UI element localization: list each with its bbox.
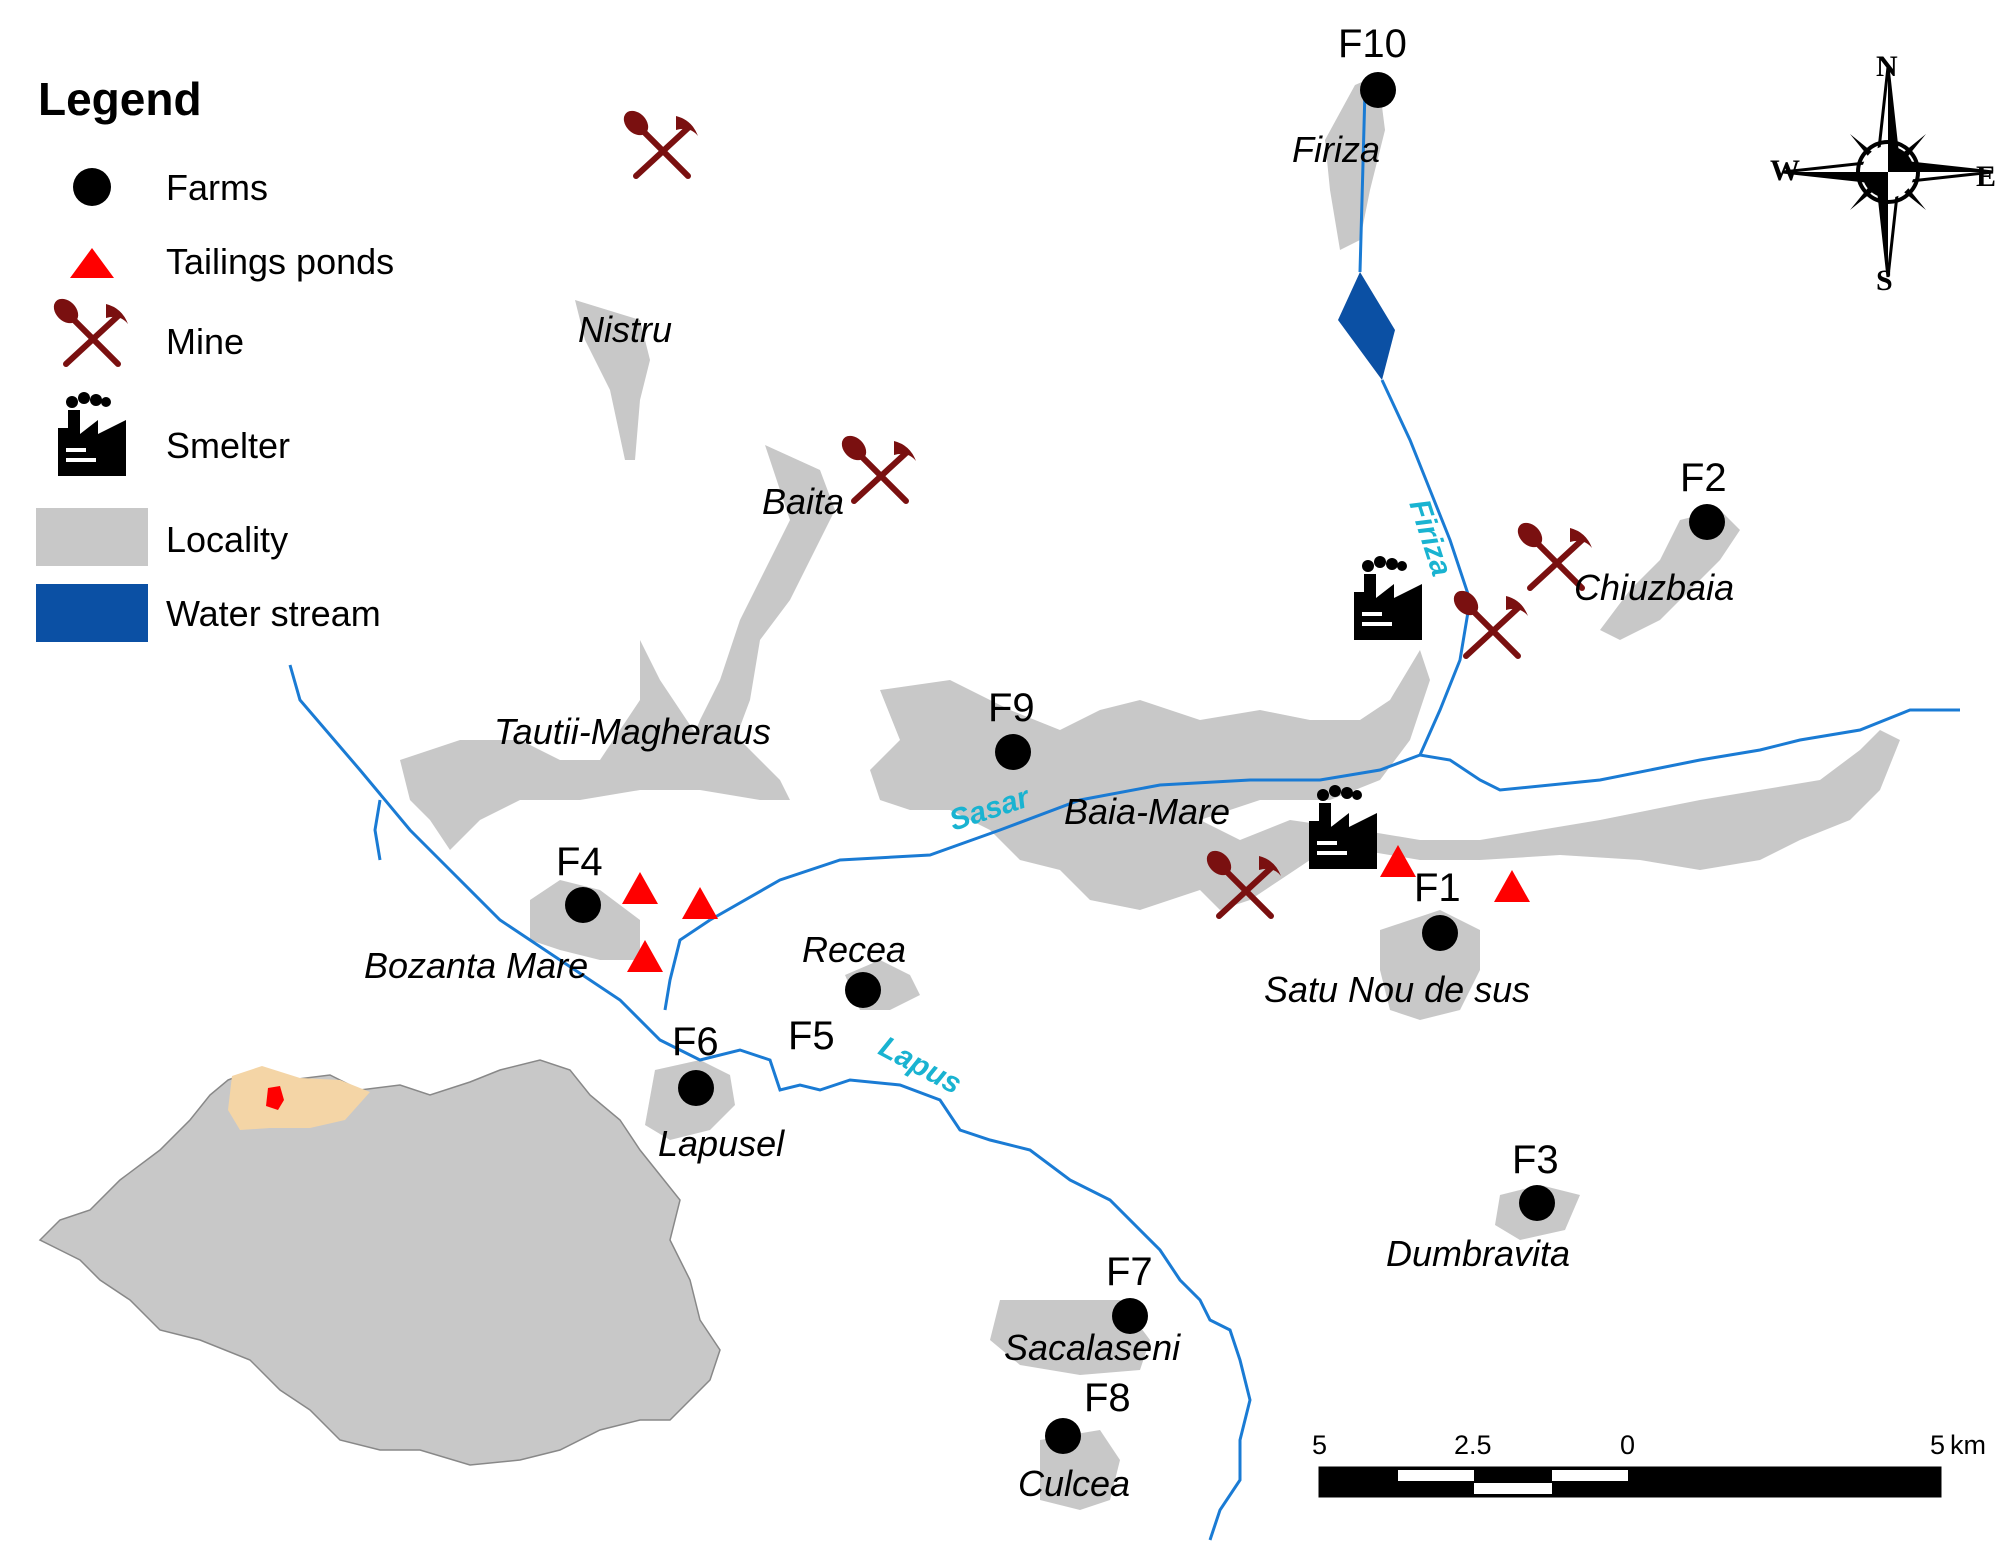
locality-label-satu-nou-de-sus: Satu Nou de sus — [1264, 969, 1531, 1010]
tailings-pond-marker — [1494, 870, 1530, 902]
legend-title: Legend — [38, 73, 202, 125]
water-stream-swatch-icon — [36, 584, 148, 642]
farm-dot-icon — [73, 168, 111, 206]
river-lapus-line — [288, 664, 1252, 1541]
scale-unit: km — [1950, 1430, 1986, 1460]
farm-label-f10: F10 — [1338, 22, 1407, 66]
scale-tick-5-right: 5 — [1930, 1430, 1946, 1460]
inset-country-romania — [38, 1059, 721, 1466]
locality-sacalaseni-area — [990, 1300, 1150, 1375]
farm-marker-f9 — [995, 734, 1031, 770]
locality-firiza-area — [1325, 75, 1385, 250]
smelter-marker — [1309, 785, 1377, 869]
locality-label-culcea: Culcea — [1018, 1463, 1131, 1504]
farm-label-f2: F2 — [1680, 456, 1727, 500]
legend-label-mine: Mine — [166, 321, 245, 362]
locality-chiuzbaia-area — [1600, 510, 1740, 640]
river-firiza-line — [1358, 89, 1472, 756]
scale-tick-0: 0 — [1620, 1430, 1636, 1460]
rivers — [288, 89, 1960, 1541]
compass-label-w: W — [1770, 154, 1800, 187]
farm-marker-f2 — [1689, 504, 1725, 540]
mine-marker — [619, 106, 698, 176]
farm-label-f4: F4 — [556, 840, 603, 884]
legend-label-water-stream: Water stream — [166, 593, 381, 634]
farm-label-f6: F6 — [672, 1020, 719, 1064]
tailings-pond-marker — [682, 887, 718, 919]
farm-marker-f6 — [678, 1070, 714, 1106]
scale-tick-5-left: 5 — [1312, 1430, 1328, 1460]
locality-label-nistru: Nistru — [578, 309, 673, 350]
mine-pickaxe-icon — [49, 294, 128, 364]
tailings-triangle-icon — [70, 248, 114, 278]
locality-label-lapusel: Lapusel — [658, 1123, 785, 1164]
locality-baia-mare-area — [870, 650, 1900, 910]
locality-label-sacalaseni: Sacalaseni — [1004, 1327, 1181, 1368]
locality-label-recea: Recea — [802, 929, 907, 970]
locality-label-baia-mare: Baia-Mare — [1064, 791, 1231, 832]
scale-tick-2-5: 2.5 — [1454, 1430, 1492, 1460]
compass-label-s: S — [1876, 264, 1893, 297]
river-sasar-lapus-branch — [663, 918, 711, 1011]
locality-label-dumbravita: Dumbravita — [1386, 1233, 1571, 1274]
compass-label-e: E — [1976, 160, 1997, 193]
farm-label-f3: F3 — [1512, 1138, 1559, 1182]
farm-label-f9: F9 — [988, 686, 1035, 730]
river-sasar-line — [709, 708, 1960, 922]
locality-label-firiza: Firiza — [1292, 129, 1380, 170]
smelter-factory-icon — [58, 392, 126, 476]
locality-nistru-area — [575, 300, 650, 460]
inset-map — [38, 1059, 721, 1466]
locality-swatch-icon — [36, 508, 148, 566]
farm-marker-f1 — [1422, 915, 1458, 951]
farm-marker-f3 — [1519, 1185, 1555, 1221]
compass-label-n: N — [1876, 50, 1898, 83]
legend-label-locality: Locality — [166, 519, 289, 560]
locality-label-bozanta-mare: Bozanta Mare — [364, 945, 589, 986]
mine-marker — [837, 431, 916, 501]
locality-label-baita: Baita — [762, 481, 845, 522]
inset-study-area — [266, 1086, 284, 1110]
farm-marker-f8 — [1045, 1418, 1081, 1454]
farm-label-f5: F5 — [788, 1014, 835, 1058]
inset-county-maramures — [228, 1066, 370, 1130]
farm-label-f8: F8 — [1084, 1376, 1131, 1420]
locality-label-tautii-magheraus: Tautii-Magheraus — [494, 711, 771, 752]
compass-rose-icon — [1782, 66, 1994, 278]
farm-label-f1: F1 — [1414, 866, 1461, 910]
legend-label-tailings: Tailings ponds — [166, 241, 395, 282]
river-west-branch — [373, 799, 382, 861]
water-reservoir — [1338, 272, 1395, 380]
legend-label-smelter: Smelter — [166, 425, 291, 466]
locality-baita-area — [680, 445, 835, 780]
legend-label-farms: Farms — [166, 167, 268, 208]
farm-marker-f5 — [845, 972, 881, 1008]
smelter-marker — [1354, 556, 1422, 640]
farm-marker-f4 — [565, 887, 601, 923]
farm-label-f7: F7 — [1106, 1250, 1153, 1294]
locality-tautii-area — [400, 640, 790, 850]
mine-marker — [1449, 586, 1528, 656]
tailings-pond-marker — [622, 872, 658, 904]
locality-label-chiuzbaia: Chiuzbaia — [1574, 567, 1735, 608]
scale-bar — [1318, 1466, 1942, 1498]
legend-symbols — [36, 168, 148, 642]
farm-marker-f10 — [1360, 72, 1396, 108]
